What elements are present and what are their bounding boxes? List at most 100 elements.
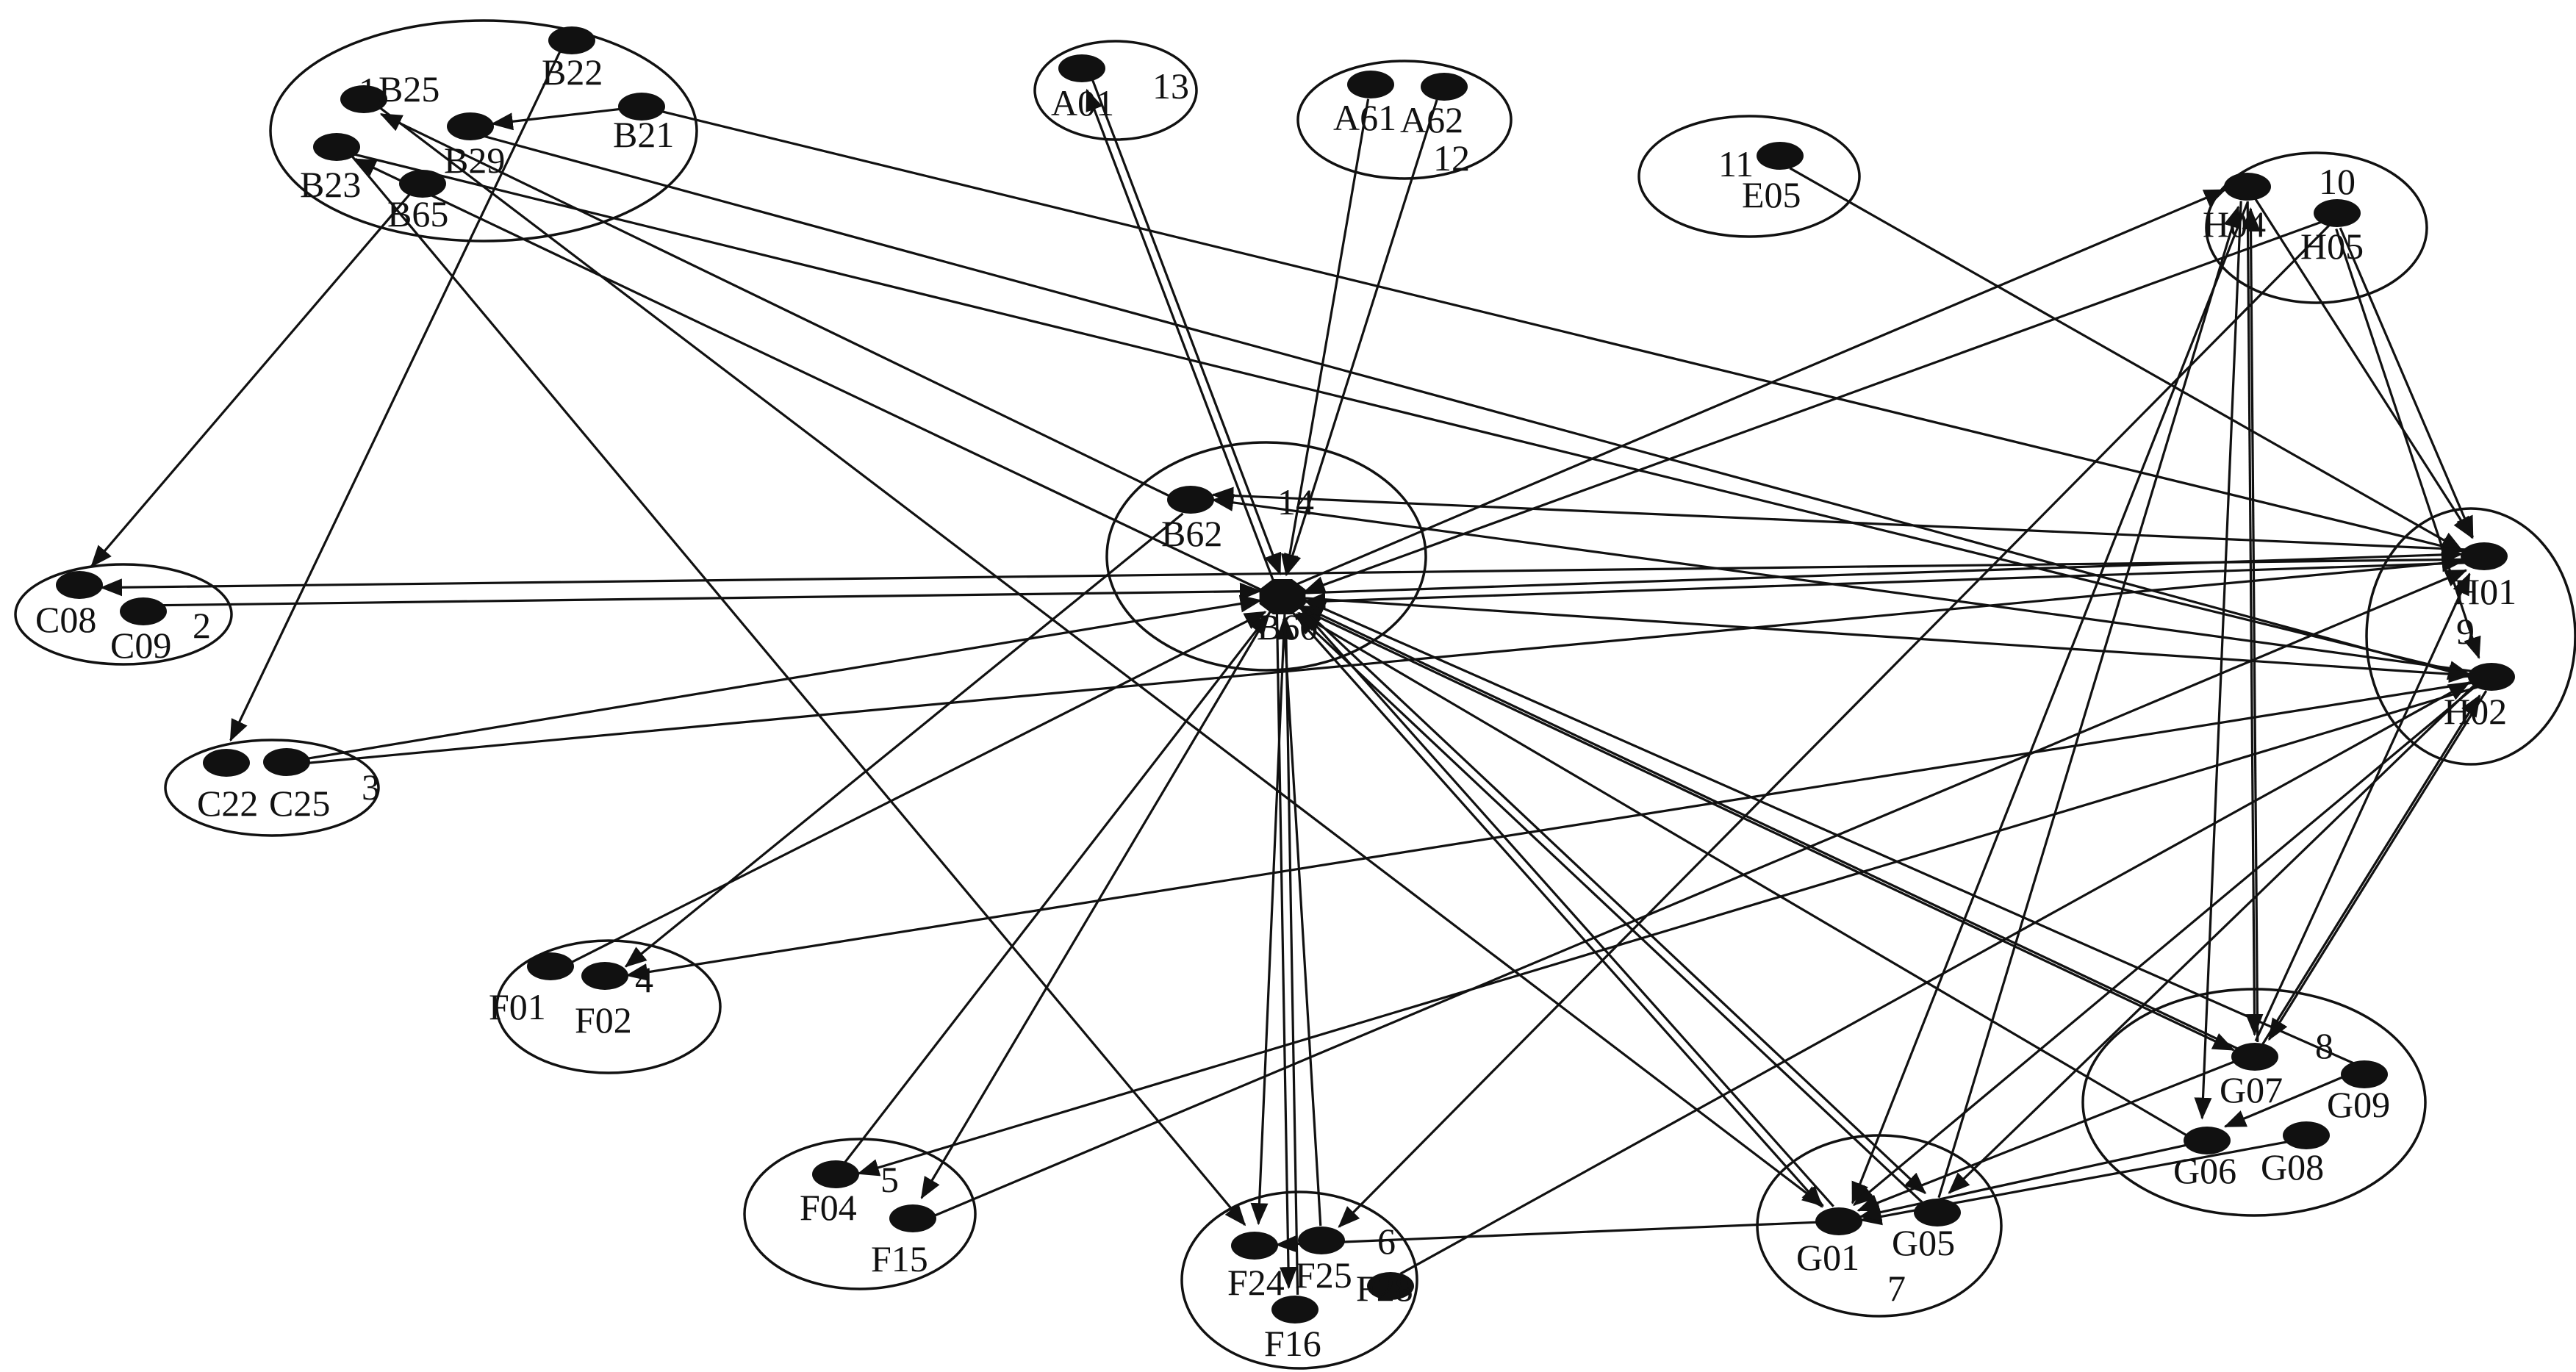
cluster-3-outline: [164, 739, 380, 837]
edge-B60-to-G07: [1294, 604, 2236, 1052]
node-G08-marker: [2283, 1121, 2330, 1149]
node-B22-marker: [548, 26, 595, 54]
cluster-13: 13: [1033, 40, 1198, 141]
cluster-3-label: 3: [362, 766, 380, 808]
cluster-11-outline: [1637, 115, 1861, 238]
node-A61-label: A61: [1333, 97, 1396, 138]
edge-H05-to-H02: [2335, 228, 2481, 659]
node-B62-marker: [1167, 486, 1214, 514]
edges: [90, 50, 2488, 1295]
node-F16: F16: [1264, 1296, 1321, 1364]
edge-H01-to-B62: [1211, 486, 2470, 551]
edge-B60-to-F24: [1250, 611, 1286, 1226]
node-B23-marker: [313, 133, 360, 161]
node-B25: B25: [340, 68, 440, 113]
edge-B65-to-C08: [90, 192, 412, 568]
node-G01-marker: [1815, 1207, 1862, 1235]
edge-H04-to-H01: [2254, 198, 2474, 539]
cluster-2: 2: [14, 563, 233, 666]
node-B60-label: B60: [1257, 606, 1318, 647]
edge-B25-to-G01: [376, 104, 1825, 1207]
node-A61-marker: [1347, 71, 1394, 98]
node-F04-marker: [812, 1160, 859, 1188]
cluster-1-outline: [269, 19, 698, 243]
edge-B29-to-H02: [482, 134, 2470, 680]
node-F16-label: F16: [1264, 1323, 1321, 1364]
cluster-10-label: 10: [2319, 161, 2356, 202]
node-B62: B62: [1161, 486, 1222, 554]
cluster-12-label: 12: [1433, 137, 1470, 179]
edge-G01-to-B60: [1300, 608, 1834, 1207]
node-A62-marker: [1421, 73, 1468, 101]
node-F28: F28: [1356, 1268, 1414, 1309]
edge-B60-to-G01: [1289, 608, 1823, 1208]
edge-A61-to-B60: [1281, 98, 1370, 577]
cluster-12-outline: [1296, 60, 1513, 180]
edge-B23-to-H02: [350, 152, 2471, 678]
edge-H05-to-B60: [1302, 220, 2325, 594]
edge-G07-to-H04: [2242, 207, 2260, 1043]
edge-G07-to-G01: [1856, 1058, 2241, 1212]
edge-H02-to-F04: [857, 685, 2480, 1177]
node-B25-label: B25: [378, 68, 440, 109]
edge-G09-to-G06: [2223, 1073, 2350, 1128]
node-C25-marker: [263, 748, 310, 776]
edge-B62-to-F02: [624, 512, 1184, 968]
edge-H02-to-G05: [1948, 682, 2478, 1194]
edge-H01-to-C08: [100, 558, 2470, 597]
node-G07-label: G07: [2220, 1069, 2283, 1110]
node-B22-label: B22: [542, 51, 603, 93]
node-B60-marker: [1259, 579, 1306, 614]
node-G08-label: G08: [2261, 1146, 2324, 1188]
node-F04-label: F04: [800, 1187, 857, 1228]
cluster-6-outline: [1180, 1190, 1418, 1370]
edge-B60-to-F16: [1275, 611, 1298, 1290]
cluster-11: 11: [1637, 115, 1861, 238]
node-C08-marker: [56, 571, 103, 599]
node-B23: B23: [300, 133, 361, 205]
node-A01: A01: [1051, 54, 1114, 123]
cluster-5-outline: [743, 1138, 977, 1290]
node-C22: C22: [197, 749, 258, 824]
edge-C09-to-B60: [157, 582, 1262, 607]
node-F01-label: F01: [489, 986, 546, 1027]
edge-G06-to-B60: [1297, 611, 2192, 1140]
node-G06-label: G06: [2173, 1150, 2236, 1191]
node-H05-marker: [2314, 199, 2361, 227]
edge-F25-to-B60: [1276, 617, 1322, 1226]
node-C22-label: C22: [197, 783, 258, 824]
node-G05-label: G05: [1892, 1222, 1955, 1263]
edge-H04-to-G06: [2194, 201, 2242, 1120]
node-B65-label: B65: [387, 193, 448, 234]
node-G01: G01: [1796, 1207, 1862, 1278]
node-A62-label: A62: [1400, 99, 1463, 140]
node-B29: B29: [444, 112, 505, 181]
edge-H04-to-G07: [2245, 201, 2264, 1036]
edge-B22-to-C22: [229, 50, 562, 742]
node-G08: G08: [2261, 1121, 2330, 1188]
node-H05-label: H05: [2300, 226, 2364, 267]
node-F24-label: F24: [1227, 1262, 1285, 1303]
node-B60: B60: [1257, 579, 1318, 647]
node-H02-label: H02: [2444, 691, 2507, 732]
node-B29-marker: [447, 112, 494, 140]
edge-B23-to-F24: [349, 154, 1246, 1226]
node-A61: A61: [1333, 71, 1396, 138]
edge-F04-to-B60: [843, 613, 1270, 1164]
cluster-12: 12: [1296, 60, 1513, 180]
node-B21: B21: [613, 93, 674, 155]
node-A62: A62: [1400, 73, 1468, 140]
cluster-2-label: 2: [193, 605, 211, 646]
edge-B21-to-H01: [656, 109, 2464, 555]
node-F15: F15: [871, 1204, 936, 1279]
edge-F01-to-B60: [565, 611, 1267, 966]
cluster-3: 3: [164, 739, 380, 837]
node-G05-marker: [1914, 1199, 1961, 1226]
cluster-7-label: 7: [1887, 1268, 1906, 1309]
edge-F16-to-B60: [1277, 617, 1299, 1295]
node-E05-marker: [1757, 142, 1804, 170]
node-F01: F01: [489, 952, 574, 1027]
cluster-2-outline: [14, 563, 233, 666]
cluster-8-label: 8: [2315, 1025, 2333, 1066]
